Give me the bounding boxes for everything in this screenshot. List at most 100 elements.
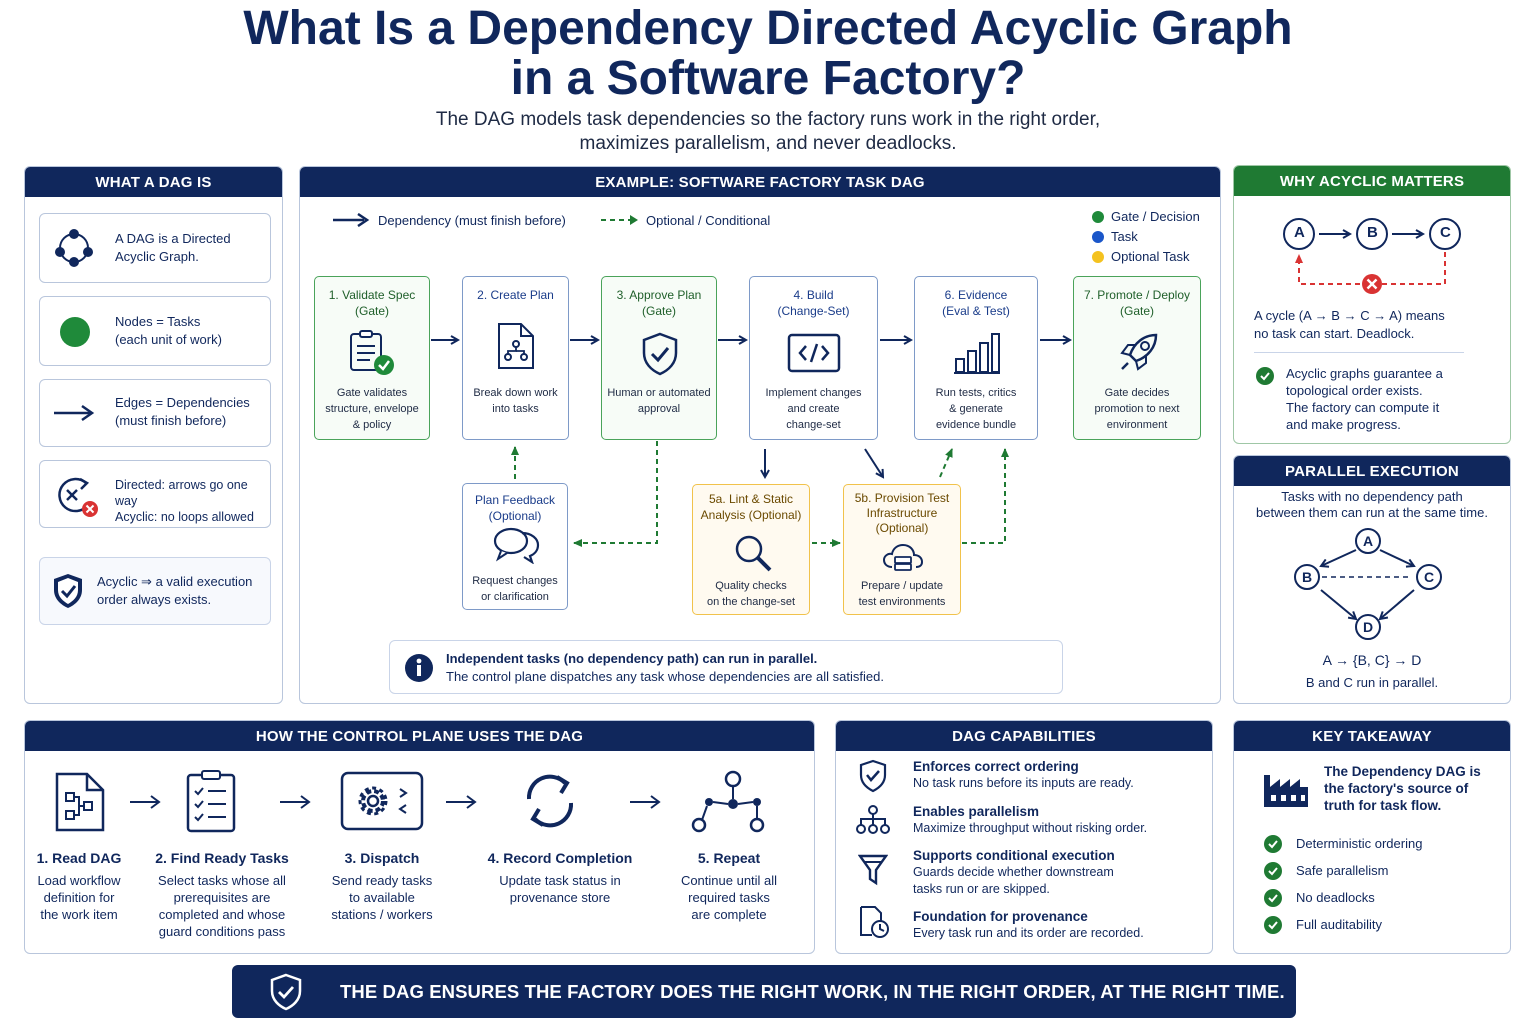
parallel-header: PARALLEL EXECUTION	[1234, 456, 1510, 486]
arrow-right-icon	[446, 795, 477, 809]
parallel-formula: A → {B, C} → D	[1322, 652, 1422, 668]
capability-3-desc-1: Guards decide whether downstream	[913, 865, 1114, 879]
step-2-desc-3: completed and whose	[158, 907, 286, 922]
what-dag-item-edges: Edges = Dependencies (must finish before…	[39, 379, 271, 447]
subtitle-line-2: maximizes parallelism, and never deadloc…	[579, 133, 957, 154]
takeaway-line-1: The Dependency DAG is	[1324, 764, 1481, 779]
cycle-diagram	[1283, 218, 1461, 294]
step-3-desc-2: to available	[349, 890, 415, 905]
parallel-desc-1: Tasks with no dependency path	[1281, 489, 1463, 504]
step-1-title: 1. Read DAG	[36, 850, 122, 866]
good-text-4: and make progress.	[1286, 417, 1401, 432]
step-2-title: 2. Find Ready Tasks	[155, 850, 289, 866]
good-text-1: Acyclic graphs guarantee a	[1286, 366, 1443, 381]
subtitle-line-1: The DAG models task dependencies so the …	[435, 109, 1101, 130]
takeaway-item-3: No deadlocks	[1296, 889, 1375, 905]
step-4-desc-1: Update task status in	[499, 873, 621, 888]
node-4-desc-2: and create	[787, 403, 840, 415]
capability-1-title: Enforces correct ordering	[913, 759, 1079, 774]
feedback-desc-1: Request changes	[472, 575, 558, 587]
cycle-text-2: no task can start. Deadlock.	[1254, 326, 1415, 341]
edge-3-feedback	[573, 441, 658, 547]
arrow-right-icon	[130, 795, 161, 809]
node-evidence[interactable]: 6. Evidence(Eval & Test) Run tests, crit…	[914, 276, 1038, 440]
shield-check-icon	[270, 973, 302, 1011]
parallel-label-c: C	[1424, 569, 1435, 585]
step-find-ready-tasks: 2. Find Ready Tasks Select tasks whose a…	[143, 849, 301, 940]
parallel-label-a: A	[1363, 533, 1374, 549]
parallel-panel: PARALLEL EXECUTION Tasks with no depende…	[1233, 455, 1511, 704]
cycle-node-b	[1356, 218, 1388, 250]
capabilities-panel: DAG CAPABILITIES Enforces correct orderi…	[835, 720, 1213, 954]
capability-2-desc: Maximize throughput without risking orde…	[913, 821, 1148, 835]
parallel-info-box: Independent tasks (no dependency path) c…	[389, 640, 1063, 694]
node-6-desc-1: Run tests, critics	[935, 387, 1017, 399]
no-loop-icon	[58, 477, 98, 517]
step-read-dag: 1. Read DAG Load workflow definition for…	[25, 849, 133, 923]
node-1-desc-3: & policy	[352, 419, 392, 431]
info-line-1: Independent tasks (no dependency path) c…	[446, 651, 818, 666]
funnel-icon	[858, 854, 888, 886]
check-circle-icon	[1264, 915, 1282, 934]
rocket-icon	[1120, 333, 1158, 371]
what-dag-item-3-l1: Edges = Dependencies	[115, 395, 250, 410]
step-1-desc-3: the work item	[40, 907, 118, 922]
node-5a-desc-2: on the change-set	[706, 596, 796, 608]
feedback-desc-2: or clarification	[481, 591, 549, 603]
edge-5a-6	[939, 448, 953, 478]
parallel-label-b: B	[1302, 569, 1313, 585]
what-dag-item-directed: Directed: arrows go one way Acyclic: no …	[39, 460, 271, 528]
capability-1-desc: No task runs before its inputs are ready…	[913, 776, 1134, 790]
parallel-diagram	[1294, 528, 1442, 640]
node-approve-plan[interactable]: 3. Approve Plan(Gate) Human or automated…	[601, 276, 717, 440]
cycle-label-a: A	[1294, 224, 1305, 241]
why-divider	[1254, 352, 1464, 353]
parallel-node-b	[1294, 564, 1320, 590]
what-dag-item-5-l2: order always exists.	[97, 592, 212, 607]
check-circle-icon	[1264, 861, 1282, 880]
green-node-icon	[60, 317, 90, 347]
capability-3-title: Supports conditional execution	[913, 848, 1115, 863]
node-4-title: 4. Build	[793, 288, 834, 302]
edge-4-5b	[864, 448, 883, 477]
takeaway-item-4: Full auditability	[1296, 916, 1382, 932]
what-dag-item-order: Acyclic ⇒ a valid execution order always…	[39, 557, 271, 625]
what-dag-item-nodes: Nodes = Tasks (each unit of work)	[39, 296, 271, 366]
step-3-title: 3. Dispatch	[344, 850, 420, 866]
document-clock-icon	[860, 906, 889, 938]
example-dag-header: EXAMPLE: SOFTWARE FACTORY TASK DAG	[300, 167, 1220, 197]
step-5-desc-3: are complete	[691, 907, 767, 922]
factory-icon	[1264, 775, 1308, 807]
parallel-node-d	[1355, 614, 1381, 640]
cloud-server-icon	[882, 543, 924, 571]
legend-optional-task-label: Optional Task	[1111, 249, 1190, 264]
what-dag-item-1-l1: A DAG is a Directed	[115, 231, 231, 246]
code-icon	[787, 333, 841, 373]
capabilities-header: DAG CAPABILITIES	[836, 721, 1212, 751]
node-4-subtitle: (Change-Set)	[777, 304, 850, 318]
parallel-node-a	[1355, 528, 1381, 554]
legend-optional-dot	[1092, 251, 1104, 263]
task-checklist-icon	[186, 770, 236, 833]
step-5-desc-2: required tasks	[688, 890, 770, 905]
page-subtitle: The DAG models task dependencies so the …	[0, 108, 1536, 156]
node-7-desc-3: environment	[1106, 419, 1168, 431]
node-1-subtitle: (Gate)	[354, 304, 389, 318]
what-dag-item-2-l2: (each unit of work)	[115, 332, 222, 347]
info-line-2: The control plane dispatches any task wh…	[446, 669, 884, 684]
title-line-2: in a Software Factory?	[510, 52, 1026, 105]
what-dag-item-1-l2: Acyclic Graph.	[115, 249, 199, 264]
cycle-node-a	[1283, 218, 1315, 250]
parallel-node-c	[1416, 564, 1442, 590]
what-dag-item-2-l1: Nodes = Tasks	[115, 314, 201, 329]
parallel-desc-2: between them can run at the same time.	[1256, 505, 1488, 520]
cycle-label-c: C	[1440, 224, 1451, 241]
node-5b-desc-2: test environments	[858, 596, 946, 608]
